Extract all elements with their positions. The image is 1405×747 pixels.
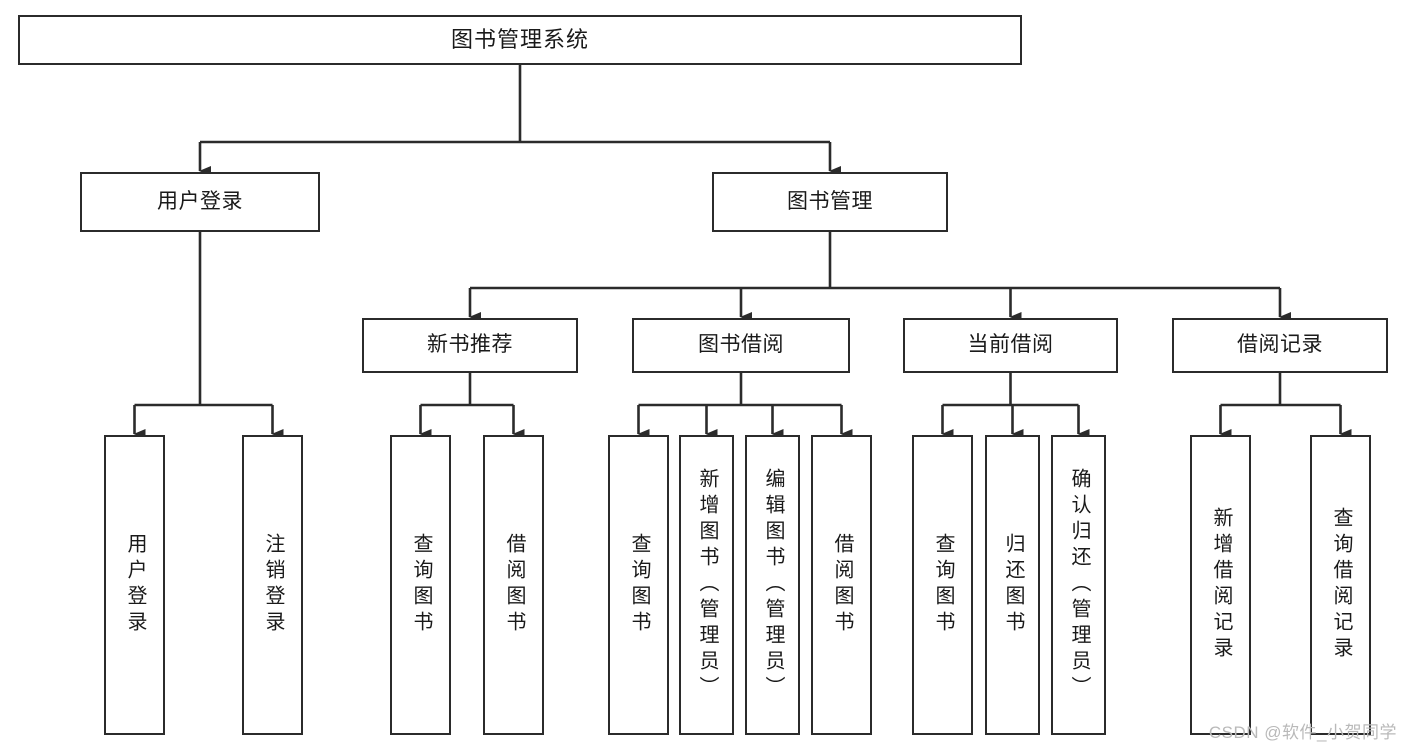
leaf-edit-book[interactable]: 编辑图书（管理员） xyxy=(745,435,800,735)
leaf-borrow-book-1-label: 借阅图书 xyxy=(503,533,525,637)
leaf-logout[interactable]: 注销登录 xyxy=(242,435,303,735)
leaf-query-book-3-label: 查询图书 xyxy=(932,533,954,637)
leaf-edit-book-label: 编辑图书（管理员） xyxy=(762,468,784,702)
leaf-borrow-book-2-label: 借阅图书 xyxy=(831,533,853,637)
node-borrow-record[interactable]: 借阅记录 xyxy=(1172,318,1388,373)
leaf-user-login[interactable]: 用户登录 xyxy=(104,435,165,735)
node-book-borrow[interactable]: 图书借阅 xyxy=(632,318,850,373)
node-user-login[interactable]: 用户登录 xyxy=(80,172,320,232)
leaf-query-book-3[interactable]: 查询图书 xyxy=(912,435,973,735)
node-new-book-recommend[interactable]: 新书推荐 xyxy=(362,318,578,373)
leaf-confirm-return[interactable]: 确认归还（管理员） xyxy=(1051,435,1106,735)
node-current-borrow-label: 当前借阅 xyxy=(967,333,1054,357)
node-borrow-record-label: 借阅记录 xyxy=(1237,333,1323,357)
leaf-return-book[interactable]: 归还图书 xyxy=(985,435,1040,735)
leaf-query-book-2-label: 查询图书 xyxy=(628,533,650,637)
leaf-query-book-2[interactable]: 查询图书 xyxy=(608,435,669,735)
node-book-manage-label: 图书管理 xyxy=(787,189,873,213)
leaf-add-book-label: 新增图书（管理员） xyxy=(696,468,718,702)
node-new-book-recommend-label: 新书推荐 xyxy=(427,333,513,357)
leaf-logout-label: 注销登录 xyxy=(262,533,284,637)
leaf-add-book[interactable]: 新增图书（管理员） xyxy=(679,435,734,735)
leaf-query-book-1[interactable]: 查询图书 xyxy=(390,435,451,735)
leaf-query-book-1-label: 查询图书 xyxy=(410,533,432,637)
leaf-query-borrow-record-label: 查询借阅记录 xyxy=(1330,507,1352,663)
node-book-borrow-label: 图书借阅 xyxy=(698,333,784,357)
leaf-add-borrow-record-label: 新增借阅记录 xyxy=(1210,507,1232,663)
leaf-borrow-book-2[interactable]: 借阅图书 xyxy=(811,435,872,735)
leaf-add-borrow-record[interactable]: 新增借阅记录 xyxy=(1190,435,1251,735)
node-user-login-label: 用户登录 xyxy=(157,189,243,213)
leaf-confirm-return-label: 确认归还（管理员） xyxy=(1068,468,1090,702)
leaf-query-borrow-record[interactable]: 查询借阅记录 xyxy=(1310,435,1371,735)
leaf-borrow-book-1[interactable]: 借阅图书 xyxy=(483,435,544,735)
node-current-borrow[interactable]: 当前借阅 xyxy=(903,318,1118,373)
node-root-label: 图书管理系统 xyxy=(450,27,589,53)
node-root[interactable]: 图书管理系统 xyxy=(18,15,1022,65)
node-book-manage[interactable]: 图书管理 xyxy=(712,172,948,232)
leaf-user-login-label: 用户登录 xyxy=(124,533,146,637)
leaf-return-book-label: 归还图书 xyxy=(1002,533,1024,637)
